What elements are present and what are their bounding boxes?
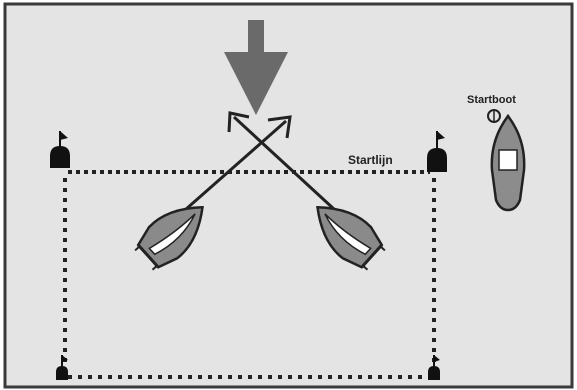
start-boat-icon	[487, 109, 526, 212]
left-start-buoy-icon	[50, 131, 70, 168]
right-start-buoy-icon	[427, 131, 447, 172]
port-tack-course-arrow	[227, 111, 337, 212]
wind-arrow-icon	[224, 20, 288, 115]
bottom-left-buoy-icon	[56, 355, 68, 380]
bottom-right-buoy-icon	[428, 355, 440, 380]
right-sailboat-icon	[316, 205, 386, 271]
diagram-background	[3, 2, 574, 389]
course-boundary	[63, 178, 436, 379]
left-sailboat-icon	[134, 205, 204, 271]
start-boat-label: Startboot	[467, 94, 516, 106]
starboard-tack-course-arrow	[184, 115, 292, 212]
start-line-label: Startlijn	[348, 153, 393, 167]
